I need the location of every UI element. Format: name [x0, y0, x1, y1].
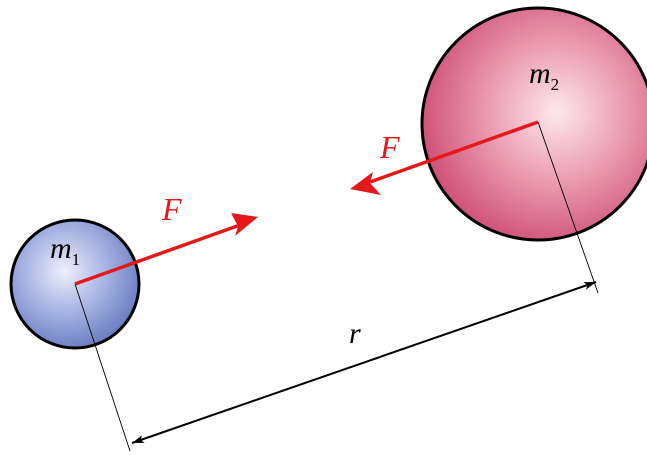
mass-1-subscript: 1 [72, 250, 81, 269]
force-2-label: F [379, 129, 400, 165]
mass-2-symbol: m [529, 57, 551, 90]
mass-2-subscript: 2 [551, 75, 560, 94]
force-arrow-2 [350, 120, 539, 195]
distance-label: r [349, 317, 361, 350]
mass-1-label: m1 [50, 232, 80, 269]
extension-line-2 [537, 121, 599, 294]
force-arrow-1 [74, 213, 258, 286]
force-1-label: F [161, 191, 182, 227]
distance-arrow [131, 281, 597, 444]
mass-1-symbol: m [50, 232, 72, 265]
mass-2-label: m2 [529, 57, 559, 94]
extension-line-1 [74, 283, 131, 452]
